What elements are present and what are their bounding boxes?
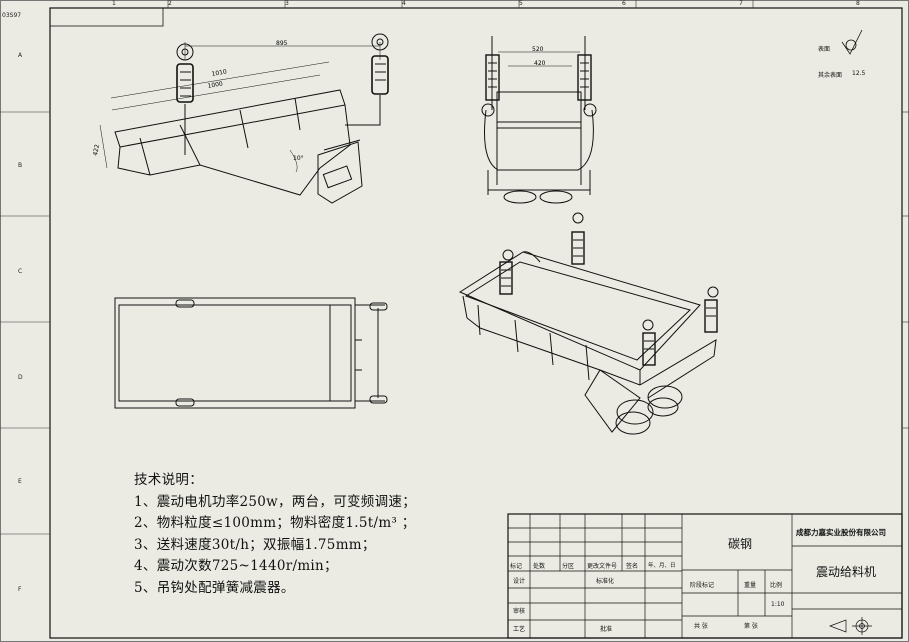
- zone-top-5: 5: [519, 0, 523, 7]
- dim-width-inner: 420: [534, 60, 546, 67]
- title-block: [507, 513, 903, 639]
- process-label: 工艺: [513, 626, 526, 633]
- review-label: 审核: [513, 608, 526, 615]
- corner-code: 03S97: [2, 12, 22, 19]
- rev-header-sign: 签名: [626, 563, 639, 570]
- scale-value: 1:10: [771, 601, 785, 608]
- dim-length-inner: 1000: [207, 80, 223, 90]
- note-item: 1、震动电机功率250w，两台，可变频调速；: [134, 493, 417, 510]
- roughness-symbol: [841, 29, 863, 55]
- side-view: [99, 33, 389, 204]
- zone-top-6: 6: [622, 0, 626, 7]
- zone-side-b: B: [18, 162, 23, 169]
- zone-side-d: D: [18, 374, 23, 381]
- rev-header-date: 年、月、日: [648, 563, 676, 569]
- design-label: 设计: [513, 578, 526, 585]
- notes-title: 技术说明：: [134, 472, 203, 488]
- weight-label: 重量: [744, 582, 757, 589]
- zone-side-f: F: [18, 586, 22, 593]
- rev-header-doc: 更改文件号: [587, 563, 618, 570]
- standardization-label: 标准化: [596, 578, 615, 585]
- end-view: [481, 36, 597, 204]
- note-item: 4、震动次数725~1440r/min；: [134, 558, 338, 574]
- zone-top-1: 1: [112, 0, 116, 7]
- dim-height: 422: [92, 144, 101, 157]
- zone-top-2: 2: [168, 0, 172, 7]
- other-surface-value: 12.5: [852, 70, 866, 77]
- approve-label: 批准: [600, 626, 613, 633]
- dim-length-outer: 1010: [211, 68, 227, 78]
- zone-top-4: 4: [402, 0, 406, 7]
- zone-top-3: 3: [285, 0, 289, 7]
- company-name: 成都力嘉实业股份有限公司: [796, 528, 886, 537]
- plan-view: [114, 297, 388, 409]
- rev-header-zone: 分区: [562, 563, 575, 570]
- note-item: 3、送料速度30t/h；双振幅1.75mm；: [134, 536, 376, 553]
- other-surface-label: 其余表面: [818, 72, 843, 79]
- scale-label: 比例: [770, 582, 783, 589]
- zone-top-7: 7: [739, 0, 743, 7]
- stage-label: 阶段标记: [690, 582, 715, 589]
- part-name: 震动给料机: [816, 565, 877, 579]
- zone-side-a: A: [18, 52, 23, 59]
- dim-width-outer: 520: [532, 46, 544, 53]
- dim-angle: 10°: [293, 155, 304, 162]
- zone-ticks: [0, 0, 909, 535]
- zone-top-8: 8: [856, 0, 860, 7]
- inner-frame: [49, 7, 903, 639]
- rev-header-mark: 标记: [510, 563, 523, 570]
- technical-notes: 技术说明： 1、震动电机功率250w，两台，可变频调速； 2、物料粒度≤100m…: [134, 470, 416, 599]
- roughness-label: 表面: [818, 46, 831, 53]
- corner-code-box: [49, 7, 164, 27]
- note-item: 5、吊钩处配弹簧减震器。: [134, 579, 295, 596]
- dim-span: 895: [276, 40, 288, 47]
- zone-side-c: C: [18, 268, 23, 275]
- sheet-number: 第 张: [744, 623, 758, 630]
- isometric-view: [458, 212, 719, 435]
- sheet-total: 共 张: [694, 623, 708, 630]
- note-item: 2、物料粒度≤100mm；物料密度1.5t/m³ ；: [134, 515, 416, 531]
- material-value: 碳钢: [728, 537, 753, 551]
- rev-header-count: 处数: [533, 563, 546, 570]
- zone-side-e: E: [18, 478, 22, 485]
